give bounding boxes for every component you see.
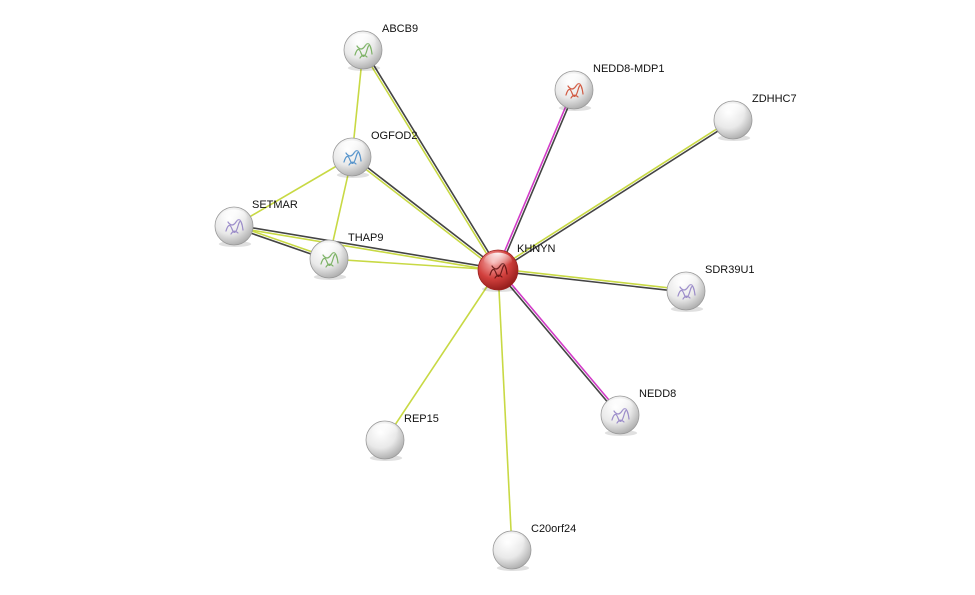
edge-line-coexpression [363, 48, 500, 270]
edge-line-coexpression [497, 270, 686, 293]
node-highlight [338, 140, 366, 157]
node-rep15[interactable]: REP15 [365, 413, 439, 461]
edge-line-textmining [496, 118, 733, 270]
edge-ogfod2-setmar[interactable] [233, 156, 353, 227]
node-label-rep15: REP15 [404, 413, 439, 425]
node-khnyn[interactable]: KHNYN [477, 243, 556, 292]
edge-line-coexpression [498, 90, 576, 271]
edge-khnyn-thap9[interactable] [328, 258, 499, 271]
node-nedd8-mdp1[interactable]: NEDD8-MDP1 [554, 63, 665, 111]
node-highlight [349, 33, 377, 50]
edge-line-coexpression [234, 224, 499, 270]
edge-line-textmining [498, 268, 687, 291]
node-label-khnyn: KHNYN [517, 243, 556, 255]
node-nedd8[interactable]: NEDD8 [600, 388, 676, 436]
edge-line-experiments [498, 268, 622, 415]
node-highlight [315, 242, 343, 259]
node-thap9[interactable]: THAP9 [309, 232, 383, 280]
node-label-nedd8: NEDD8 [639, 388, 676, 400]
node-label-ogfod2: OGFOD2 [371, 130, 417, 142]
edge-khnyn-nedd8-mdp1[interactable] [496, 89, 576, 271]
node-label-sdr39u1: SDR39U1 [705, 264, 755, 276]
node-setmar[interactable]: SETMAR [214, 199, 298, 247]
edge-line-textmining [233, 226, 498, 272]
edge-khnyn-sdr39u1[interactable] [497, 268, 687, 293]
edge-line-textmining [350, 157, 498, 272]
node-highlight [719, 103, 747, 120]
node-label-c20orf24: C20orf24 [531, 523, 576, 535]
edge-line-coexpression [498, 120, 735, 272]
edge-line-experiments [496, 89, 574, 270]
edge-line-textmining [497, 269, 513, 551]
edge-khnyn-c20orf24[interactable] [497, 269, 513, 551]
node-zdhhc7[interactable]: ZDHHC7 [713, 93, 797, 141]
edge-khnyn-zdhhc7[interactable] [496, 118, 735, 272]
edge-line-coexpression [352, 155, 500, 270]
edge-line-coexpression [496, 270, 620, 417]
edges-layer [233, 48, 735, 551]
node-highlight [560, 73, 588, 90]
node-label-zdhhc7: ZDHHC7 [752, 93, 797, 105]
node-highlight [672, 274, 700, 291]
node-highlight [371, 423, 399, 440]
node-highlight [606, 398, 634, 415]
edge-khnyn-abcb9[interactable] [361, 48, 500, 272]
edge-line-textmining [233, 156, 353, 227]
edge-line-textmining [328, 258, 499, 271]
edge-line-textmining [384, 269, 499, 441]
node-highlight [220, 209, 248, 226]
edge-line-textmining [361, 50, 498, 272]
node-label-abcb9: ABCB9 [382, 23, 418, 35]
edge-khnyn-ogfod2[interactable] [350, 155, 500, 272]
node-abcb9[interactable]: ABCB9 [343, 23, 418, 71]
node-sdr39u1[interactable]: SDR39U1 [666, 264, 755, 312]
node-ogfod2[interactable]: OGFOD2 [332, 130, 417, 178]
edge-khnyn-rep15[interactable] [384, 269, 499, 441]
node-label-nedd8-mdp1: NEDD8-MDP1 [593, 63, 665, 75]
node-highlight [498, 533, 526, 550]
edge-khnyn-nedd8[interactable] [496, 268, 622, 417]
node-highlight [484, 252, 512, 270]
node-label-setmar: SETMAR [252, 199, 298, 211]
edge-khnyn-setmar[interactable] [233, 224, 499, 272]
node-label-thap9: THAP9 [348, 232, 383, 244]
node-c20orf24[interactable]: C20orf24 [492, 523, 576, 571]
